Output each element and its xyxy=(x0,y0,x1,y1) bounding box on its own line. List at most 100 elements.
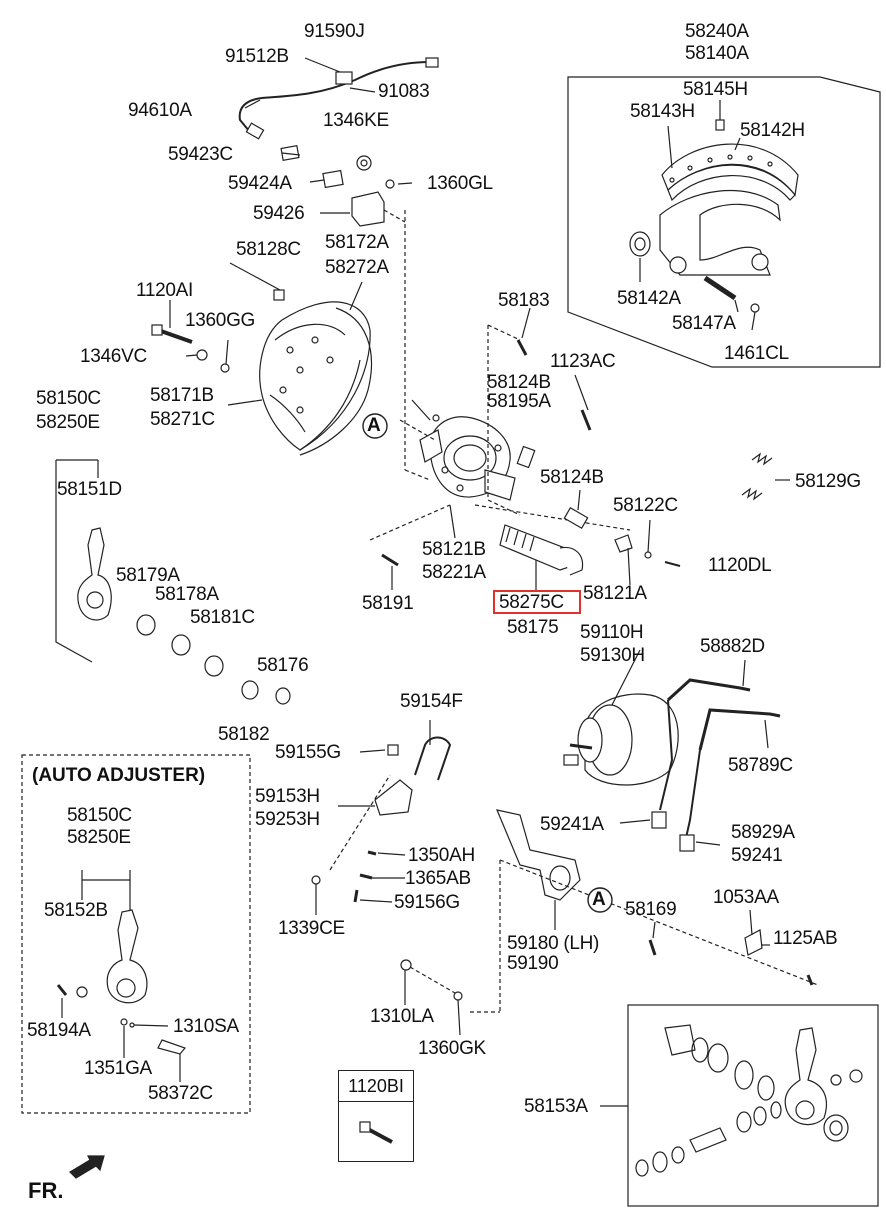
bracket-1053AA xyxy=(744,929,763,956)
part-label-1346VC[interactable]: 1346VC xyxy=(80,346,147,367)
part-label-59190[interactable]: 59190 xyxy=(507,953,559,974)
part-label-58124B-upper[interactable]: 58124B xyxy=(487,372,551,393)
part-label-58183[interactable]: 58183 xyxy=(498,290,550,311)
part-label-1310SA[interactable]: 1310SA xyxy=(173,1016,239,1037)
part-label-1346KE[interactable]: 1346KE xyxy=(323,110,389,131)
part-label-58145H[interactable]: 58145H xyxy=(683,79,748,100)
part-label-59153H[interactable]: 59153H xyxy=(255,786,320,807)
highlight-box xyxy=(493,590,581,614)
part-label-1120BI[interactable]: 1120BI xyxy=(339,1071,413,1102)
part-label-59155G[interactable]: 59155G xyxy=(275,742,341,763)
part-label-1360GL[interactable]: 1360GL xyxy=(427,173,493,194)
part-label-58172A[interactable]: 58172A xyxy=(325,232,389,253)
part-label-1350AH[interactable]: 1350AH xyxy=(408,845,475,866)
part-label-58171B[interactable]: 58171B xyxy=(150,385,214,406)
callout-a-upper-label: A xyxy=(367,415,381,436)
part-label-58129G[interactable]: 58129G xyxy=(795,471,861,492)
bushing-59424A xyxy=(322,169,344,189)
part-label-58124B-lower[interactable]: 58124B xyxy=(540,467,604,488)
part-label-59156G[interactable]: 59156G xyxy=(394,892,460,913)
part-label-58240A[interactable]: 58240A xyxy=(685,21,749,42)
part-label-58175[interactable]: 58175 xyxy=(507,617,559,638)
front-direction-label: FR. xyxy=(28,1178,64,1203)
part-label-58150C-auto[interactable]: 58150C xyxy=(67,805,132,826)
part-label-58178A[interactable]: 58178A xyxy=(155,584,219,605)
part-label-58271C[interactable]: 58271C xyxy=(150,409,215,430)
bolt-58191 xyxy=(381,553,399,567)
part-label-59253H[interactable]: 59253H xyxy=(255,809,320,830)
part-label-94610A[interactable]: 94610A xyxy=(128,100,192,121)
part-label-58221A[interactable]: 58221A xyxy=(422,562,486,583)
part-label-58272A[interactable]: 58272A xyxy=(325,257,389,278)
part-label-58150C[interactable]: 58150C xyxy=(36,388,101,409)
part-label-59154F[interactable]: 59154F xyxy=(400,691,463,712)
part-label-58153A[interactable]: 58153A xyxy=(524,1096,588,1117)
part-label-59241[interactable]: 59241 xyxy=(731,845,783,866)
washer-1360GG xyxy=(220,363,230,373)
part-label-58143H[interactable]: 58143H xyxy=(630,101,695,122)
part-label-58182[interactable]: 58182 xyxy=(218,724,270,745)
part-label-1360GK[interactable]: 1360GK xyxy=(418,1038,486,1059)
part-label-1461CL[interactable]: 1461CL xyxy=(724,343,789,364)
bushing-59423C xyxy=(280,145,300,161)
part-label-58152B[interactable]: 58152B xyxy=(44,900,108,921)
part-label-58142A[interactable]: 58142A xyxy=(617,288,681,309)
part-label-58176[interactable]: 58176 xyxy=(257,655,309,676)
part-label-59130H[interactable]: 59130H xyxy=(580,645,645,666)
part-label-58195A[interactable]: 58195A xyxy=(487,391,551,412)
camshaft-kit-box xyxy=(627,1004,879,1207)
part-label-58181C[interactable]: 58181C xyxy=(190,607,255,628)
part-label-58142H[interactable]: 58142H xyxy=(740,120,805,141)
part-label-59423C[interactable]: 59423C xyxy=(168,144,233,165)
part-label-1365AB[interactable]: 1365AB xyxy=(405,868,471,889)
part-label-58789C[interactable]: 58789C xyxy=(728,755,793,776)
spring-58129G xyxy=(741,452,773,501)
nut-1346VC xyxy=(196,349,208,361)
part-label-59180-lh[interactable]: 59180 (LH) xyxy=(507,933,600,954)
part-label-91590J[interactable]: 91590J xyxy=(304,21,365,42)
part-label-58147A[interactable]: 58147A xyxy=(672,313,736,334)
part-label-59241A[interactable]: 59241A xyxy=(540,814,604,835)
part-label-58250E[interactable]: 58250E xyxy=(36,412,100,433)
part-label-59424A[interactable]: 59424A xyxy=(228,173,292,194)
part-label-1053AA[interactable]: 1053AA xyxy=(713,887,779,908)
part-label-58882D[interactable]: 58882D xyxy=(700,636,765,657)
part-label-58929A[interactable]: 58929A xyxy=(731,822,795,843)
slack-adjuster xyxy=(77,527,112,621)
part-label-1123AC[interactable]: 1123AC xyxy=(550,351,616,372)
part-label-58194A[interactable]: 58194A xyxy=(27,1020,91,1041)
part-label-58275C[interactable]: 58275C xyxy=(499,592,564,613)
part-box-1120BI[interactable]: 1120BI xyxy=(338,1070,414,1162)
chamber-bracket xyxy=(496,809,581,901)
part-label-1310LA[interactable]: 1310LA xyxy=(370,1006,434,1027)
part-label-58121A[interactable]: 58121A xyxy=(583,583,647,604)
part-label-58179A[interactable]: 58179A xyxy=(116,565,180,586)
part-label-58140A[interactable]: 58140A xyxy=(685,43,749,64)
callout-a-lower-label: A xyxy=(592,889,606,910)
part-label-59110H[interactable]: 59110H xyxy=(580,622,644,643)
part-label-58191[interactable]: 58191 xyxy=(362,593,414,614)
part-label-58121B[interactable]: 58121B xyxy=(422,539,486,560)
bolt-1123AC xyxy=(580,409,592,431)
part-label-58122C[interactable]: 58122C xyxy=(613,495,678,516)
part-label-59426[interactable]: 59426 xyxy=(253,203,305,224)
part-label-58151D[interactable]: 58151D xyxy=(57,479,122,500)
part-label-91083[interactable]: 91083 xyxy=(378,81,430,102)
part-label-1125AB[interactable]: 1125AB xyxy=(773,928,838,949)
bracket-58121A xyxy=(614,534,633,553)
part-label-58372C[interactable]: 58372C xyxy=(148,1083,213,1104)
part-label-1120AI[interactable]: 1120AI xyxy=(136,280,194,301)
dust-shield xyxy=(259,301,371,451)
part-label-1339CE[interactable]: 1339CE xyxy=(278,918,345,939)
washer-58142A xyxy=(629,231,651,257)
ring-58179A xyxy=(136,614,156,636)
sensor-cable xyxy=(238,61,431,133)
part-label-58169[interactable]: 58169 xyxy=(625,899,677,920)
part-label-1120DL[interactable]: 1120DL xyxy=(708,555,772,576)
part-label-58128C[interactable]: 58128C xyxy=(236,239,301,260)
part-label-58250E-auto[interactable]: 58250E xyxy=(67,827,131,848)
part-label-1351GA[interactable]: 1351GA xyxy=(84,1058,152,1079)
part-label-91512B[interactable]: 91512B xyxy=(225,46,289,67)
part-label-1360GG[interactable]: 1360GG xyxy=(185,310,256,331)
